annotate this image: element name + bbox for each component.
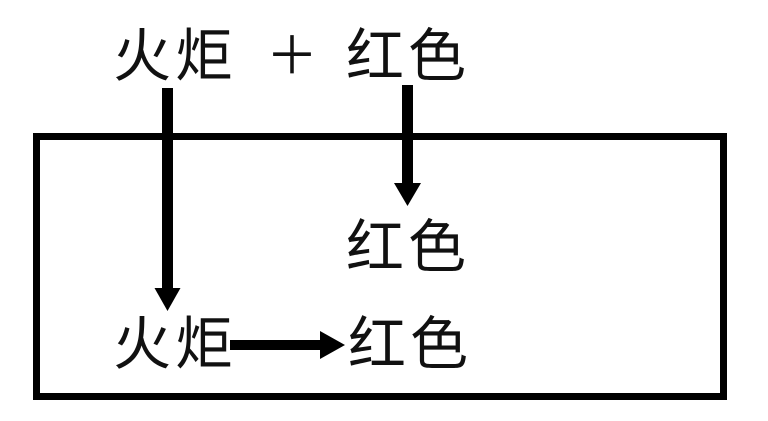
bottom-left-term: 火炬 [113,310,238,378]
middle-term: 红色 [346,213,471,281]
bottom-right-term: 红色 [348,310,473,378]
plus-operator: ＋ [266,27,319,87]
enclosure-box [33,133,727,400]
top-left-term: 火炬 [113,22,238,90]
top-right-term: 红色 [346,22,471,90]
